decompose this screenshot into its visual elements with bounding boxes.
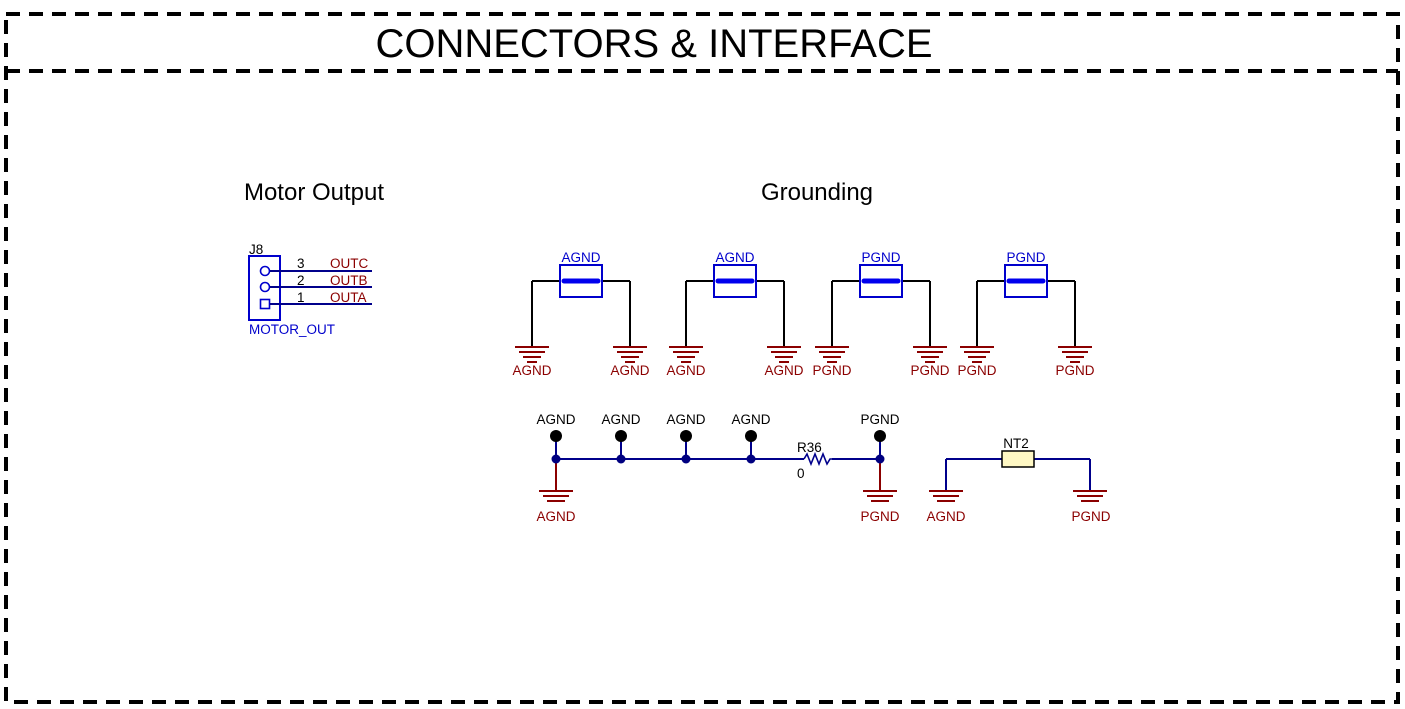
net-label: OUTC [330,256,368,271]
ground-net-label: AGND [536,509,575,524]
test-point-dot [745,430,757,442]
ground-jumper[interactable]: PGND PGND PGND [957,250,1094,378]
test-point-label: AGND [536,412,575,427]
motor-output-heading: Motor Output [244,179,384,206]
pin-number: 1 [297,290,305,305]
net-tie-designator: NT2 [1003,436,1029,451]
ground-symbol [913,346,947,363]
outer-dashed-border [4,12,1400,704]
pin-3-marker [259,265,271,277]
test-point-dot [874,430,886,442]
jumper-label: PGND [1006,250,1045,265]
jumper-body [859,264,903,298]
jumper-label: PGND [861,250,900,265]
test-point-dot [615,430,627,442]
connector-j8[interactable]: J8 3 2 1 OUTC OUTB OUTA MOTOR_OUT [248,242,372,337]
connector-name: MOTOR_OUT [249,322,335,337]
ground-symbol-agnd-bus [539,490,573,502]
test-point-dot [680,430,692,442]
ground-net-label: PGND [1071,509,1110,524]
jumper-body [1004,264,1048,298]
ground-symbol-pgnd-bus [863,490,897,502]
test-point-label: AGND [666,412,705,427]
ground-net-label: PGND [1055,363,1094,378]
grounding-heading: Grounding [761,179,873,206]
ground-symbol [1058,346,1092,363]
resistor-r36[interactable]: R36 0 [797,440,832,481]
ground-net-label: AGND [610,363,649,378]
ground-symbol-nt-left [929,490,963,502]
test-point[interactable]: AGND [601,412,641,464]
ground-net-label: PGND [812,363,851,378]
test-point-dot [550,430,562,442]
resistor-value: 0 [797,466,805,481]
ground-net-label: AGND [764,363,803,378]
ground-symbol [767,346,801,363]
junction-dot [681,454,691,464]
net-tie-nt2[interactable]: NT2 AGND PGND [926,436,1110,524]
pin-2-marker [259,281,271,293]
junction-dot [616,454,626,464]
ground-symbol-nt-right [1073,490,1107,502]
test-point[interactable]: AGND [666,412,706,464]
ground-net-label: PGND [910,363,949,378]
ground-jumper[interactable]: AGND AGND AGND [666,250,803,378]
test-point[interactable]: AGND [536,412,576,464]
net-label: OUTB [330,273,368,288]
resistor-designator: R36 [797,440,822,455]
connector-designator: J8 [249,242,263,257]
test-points: AGND AGND AGND AGND PGND [536,412,900,464]
ground-symbol [815,346,849,363]
ground-symbol [515,346,549,363]
junction-dot [875,454,885,464]
jumper-body [559,264,603,298]
test-point[interactable]: PGND [860,412,900,464]
page-title: CONNECTORS & INTERFACE [375,22,932,66]
ground-bus [555,458,881,490]
pin-1-marker [259,298,271,310]
test-point[interactable]: AGND [731,412,771,464]
resistor-zigzag [803,451,832,467]
pin-number: 3 [297,256,305,271]
junction-dot [551,454,561,464]
ground-net-label: AGND [926,509,965,524]
ground-net-label: AGND [666,363,705,378]
junction-dot [746,454,756,464]
test-point-label: AGND [731,412,770,427]
title-frame [4,12,1400,704]
net-label: OUTA [330,290,367,305]
ground-symbol [613,346,647,363]
ground-net-label: PGND [860,509,899,524]
jumper-label: AGND [715,250,754,265]
ground-jumper[interactable]: PGND PGND PGND [812,250,949,378]
ground-net-label: AGND [512,363,551,378]
ground-symbol [960,346,994,363]
net-tie-body [1001,450,1035,468]
ground-net-label: PGND [957,363,996,378]
jumper-label: AGND [561,250,600,265]
test-point-label: AGND [601,412,640,427]
ground-jumper[interactable]: AGND AGND AGND [512,250,649,378]
jumper-body [713,264,757,298]
test-point-label: PGND [860,412,899,427]
pin-number: 2 [297,273,305,288]
ground-symbol [669,346,703,363]
